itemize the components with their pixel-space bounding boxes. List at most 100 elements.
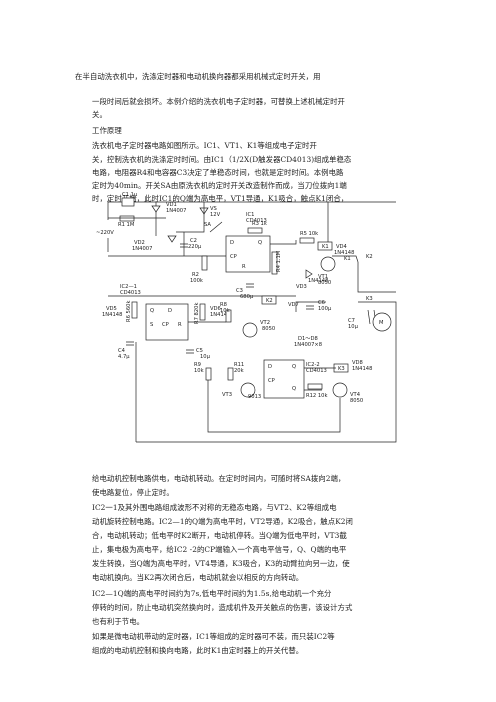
text-line: 停转的时间，防止电动机突然换向时，造成机件及开关触点的伤害，该设计方式 bbox=[92, 603, 353, 612]
svg-text:VD7: VD7 bbox=[288, 302, 299, 308]
svg-text:1N4007: 1N4007 bbox=[166, 208, 186, 214]
text-line: 如果是微电动机带动的定时器，IC1等组成的定时器可不装，而只装IC2等 bbox=[92, 632, 335, 641]
text-line: 电动机换向。当K2再次闭合后，电动机就会以相反的方向转动。 bbox=[92, 573, 304, 582]
section-heading: 工作原理 bbox=[92, 126, 122, 135]
svg-text:D: D bbox=[230, 240, 234, 246]
svg-text:680μ: 680μ bbox=[240, 294, 254, 300]
svg-text:10μ: 10μ bbox=[200, 354, 211, 360]
svg-text:CD4013: CD4013 bbox=[246, 218, 267, 224]
svg-text:10k: 10k bbox=[220, 308, 230, 314]
svg-text:D: D bbox=[268, 364, 272, 370]
svg-text:R8: R8 bbox=[220, 302, 227, 308]
text-line: 洗衣机电子定时器电路如图所示。IC1、VT1、K1等组成电子定时开 bbox=[92, 141, 317, 150]
text-line: 关。 bbox=[92, 110, 107, 119]
svg-text:8050: 8050 bbox=[318, 280, 331, 286]
svg-text:R: R bbox=[178, 322, 182, 328]
svg-text:Q: Q bbox=[150, 308, 154, 314]
svg-text:IC1: IC1 bbox=[246, 212, 254, 218]
svg-text:VT1: VT1 bbox=[318, 274, 328, 280]
svg-text:R3 1k: R3 1k bbox=[252, 221, 267, 227]
svg-text:10μ: 10μ bbox=[348, 324, 359, 330]
svg-text:K3: K3 bbox=[338, 366, 345, 372]
svg-text:D: D bbox=[168, 308, 172, 314]
svg-text:CP: CP bbox=[230, 254, 237, 260]
svg-text:20k: 20k bbox=[234, 368, 244, 374]
svg-text:K2: K2 bbox=[266, 298, 273, 304]
svg-text:C2: C2 bbox=[190, 238, 197, 244]
text-line: 在半自动洗衣机中，洗涤定时器和电动机换向器都采用机械式定时开关，用 bbox=[75, 72, 321, 81]
svg-text:VD2: VD2 bbox=[134, 240, 145, 246]
svg-text:1N4148: 1N4148 bbox=[102, 312, 122, 318]
svg-text:CD4013: CD4013 bbox=[120, 290, 141, 296]
svg-text:10k: 10k bbox=[194, 368, 204, 374]
svg-text:1N4148: 1N4148 bbox=[210, 312, 230, 318]
svg-text:M: M bbox=[379, 320, 383, 326]
svg-text:100μ: 100μ bbox=[318, 306, 332, 312]
svg-text:R6 560k: R6 560k bbox=[126, 301, 132, 322]
svg-text:C6: C6 bbox=[318, 300, 325, 306]
text-line: 发生转换，当Q端为高电平时，VT4导通，K3吸合，K3的动臂拉向另一边，使 bbox=[92, 559, 350, 568]
text-line: 电路，电阻器R4和电容器C3决定了单稳态时间，也就是定时时间。本例电路 bbox=[92, 168, 344, 177]
svg-text:R7 820k: R7 820k bbox=[194, 303, 200, 324]
svg-text:4.7μ: 4.7μ bbox=[118, 354, 130, 360]
svg-text:Q: Q bbox=[292, 364, 296, 370]
svg-text:VD1: VD1 bbox=[166, 202, 177, 208]
svg-text:IC2—1: IC2—1 bbox=[120, 284, 137, 290]
svg-text:R12 10k: R12 10k bbox=[306, 393, 327, 399]
svg-text:8050: 8050 bbox=[262, 326, 275, 332]
svg-text:12V: 12V bbox=[210, 212, 221, 218]
text-line: 关，控制洗衣机的洗涤定时时间。由IC1（1/2X(D触发器CD4013)组成单稳… bbox=[92, 155, 352, 164]
text-line: 定时为40min。开关SA由原洗衣机的定时开关改造制作而成，当刀位拨向1端 bbox=[92, 181, 347, 190]
svg-text:1N4007×8: 1N4007×8 bbox=[294, 342, 322, 348]
text-line: 时，定时开始，此时IC1的Q端为高电平，VT1导通，K1吸合，触点K1闭合， bbox=[92, 194, 349, 203]
svg-text:SA: SA bbox=[204, 222, 211, 228]
svg-text:C4: C4 bbox=[118, 348, 126, 354]
svg-text:CP: CP bbox=[162, 322, 169, 328]
text-line: 动机旋转控制电路。IC2—1的Q端为高电平时，VT2导通，K2吸合，触点K2闭 bbox=[92, 517, 353, 526]
svg-text:1N4007: 1N4007 bbox=[132, 246, 152, 252]
text-line: 给电动机控制电路供电，电动机转动。在定时时间内，可随时将SA拨向2端， bbox=[92, 474, 346, 483]
svg-text:K1: K1 bbox=[322, 244, 329, 250]
text-line: IC2一1及其外围电路组成波形不对称的无稳态电路，与VT2、K2等组成电 bbox=[92, 503, 337, 512]
svg-text:C1 1μ: C1 1μ bbox=[122, 192, 138, 198]
svg-text:1N4148: 1N4148 bbox=[334, 250, 354, 256]
svg-text:220μ: 220μ bbox=[188, 244, 202, 250]
svg-text:VD4: VD4 bbox=[336, 244, 348, 250]
svg-text:R4 1.1M: R4 1.1M bbox=[276, 251, 282, 272]
svg-text:CD4013: CD4013 bbox=[306, 368, 327, 374]
text-line: IC2—1Q端的高电平时间约为7s,低电平时间约为1.5s,给电动机一个充分 bbox=[92, 589, 332, 598]
svg-text:Q: Q bbox=[258, 240, 262, 246]
svg-text:VT4: VT4 bbox=[350, 392, 361, 398]
svg-text:VD6: VD6 bbox=[210, 306, 221, 312]
label-supply: ~220V bbox=[96, 230, 114, 236]
svg-text:R: R bbox=[242, 264, 246, 270]
svg-text:K1: K1 bbox=[344, 256, 351, 262]
svg-text:VD8: VD8 bbox=[352, 360, 363, 366]
svg-text:VS: VS bbox=[210, 206, 217, 212]
text-line: 合，电动机转动；低电平时K2断开，电动机停转。当Q端为低电平时，VT3截 bbox=[92, 531, 347, 540]
text-line: 组成的电动机控制和换向电路，此时K1由定时器上的开关代替。 bbox=[92, 646, 304, 655]
svg-text:R11: R11 bbox=[234, 362, 244, 368]
svg-text:C7: C7 bbox=[348, 318, 355, 324]
text-line: 使电路复位，停止定时。 bbox=[92, 488, 174, 497]
svg-text:VD5: VD5 bbox=[106, 306, 117, 312]
svg-text:K2: K2 bbox=[366, 254, 373, 260]
svg-text:9013: 9013 bbox=[248, 394, 261, 400]
svg-text:1N4148: 1N4148 bbox=[308, 278, 328, 284]
svg-text:VT3: VT3 bbox=[222, 392, 232, 398]
svg-text:8050: 8050 bbox=[350, 398, 363, 404]
svg-text:C3: C3 bbox=[236, 288, 243, 294]
svg-text:VD3: VD3 bbox=[296, 284, 307, 290]
text-line: 止，集电极为高电平，给IC2 -2的CP端输入一个高电平信号，Q、Q端的电平 bbox=[92, 545, 347, 554]
svg-text:K3: K3 bbox=[366, 296, 373, 302]
text-line: 也有利于节电。 bbox=[92, 617, 145, 626]
text-line: 一段时间后就会损坏。本例介绍的洗衣机电子定时器，可替换上述机械定时开 bbox=[92, 97, 345, 106]
svg-text:1N4148: 1N4148 bbox=[352, 366, 372, 372]
svg-text:VT2: VT2 bbox=[260, 320, 270, 326]
svg-text:CP: CP bbox=[268, 378, 275, 384]
svg-text:Q: Q bbox=[292, 386, 296, 392]
svg-text:R9: R9 bbox=[194, 362, 201, 368]
svg-text:S: S bbox=[150, 322, 153, 328]
svg-text:IC2-2: IC2-2 bbox=[306, 362, 320, 368]
svg-text:R2: R2 bbox=[192, 272, 199, 278]
